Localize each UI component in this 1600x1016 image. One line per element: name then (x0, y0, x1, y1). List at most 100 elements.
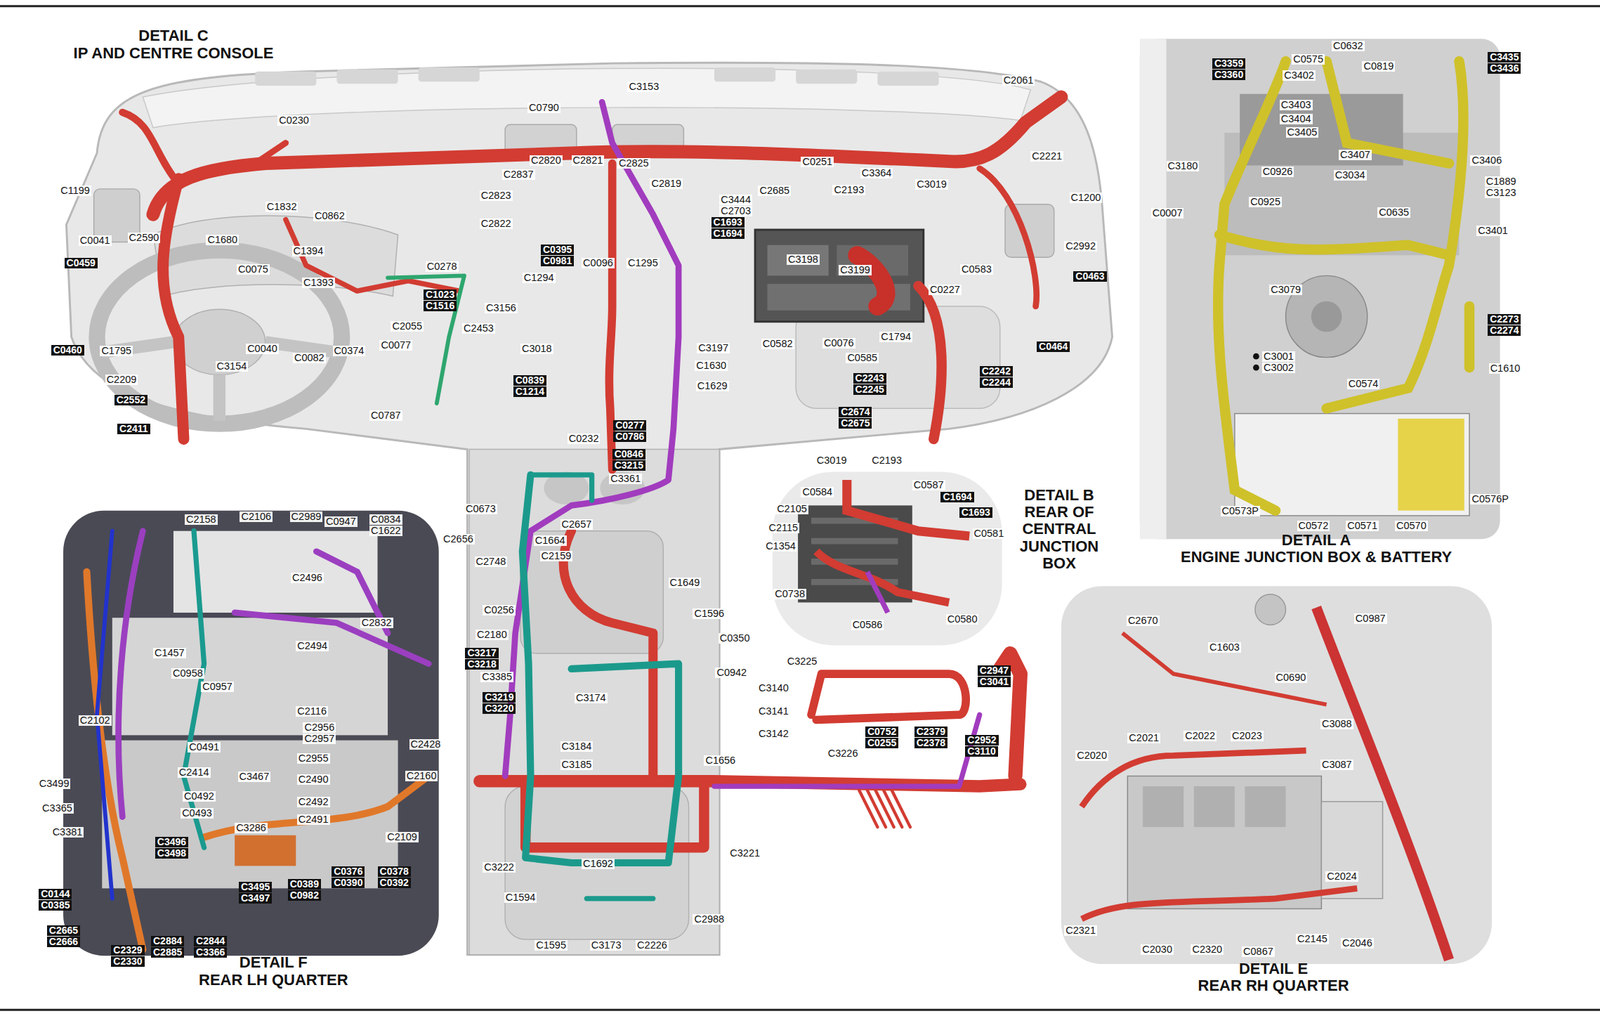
dashboard (101, 342, 337, 421)
dashboard (66, 62, 1112, 955)
connector-callout: C0787 (369, 410, 403, 421)
connector-callout: C3435 (1487, 51, 1521, 63)
connector-callout: C2046 (1340, 937, 1374, 949)
connector-callout: C3219 (482, 691, 516, 703)
connector-callout: C2496 (290, 572, 324, 583)
wiring-harness (714, 714, 980, 786)
dashboard (142, 68, 1031, 128)
connector-callout: C2552 (114, 394, 148, 406)
null (234, 612, 429, 664)
connector-callout: C0582 (761, 338, 795, 350)
null (118, 530, 144, 817)
connector-callout: C1693 (711, 217, 745, 228)
wiring-harness (608, 163, 612, 470)
wiring-harness (979, 168, 1037, 307)
connector-callout: C3153 (627, 81, 661, 93)
connector-callout: C2109 (385, 831, 419, 843)
null (1217, 61, 1470, 510)
connector-callout: C1199 (58, 185, 92, 196)
connector-callout: C3217 (464, 647, 498, 659)
detail-a-view (1253, 364, 1260, 371)
connector-callout: C0576P (1470, 493, 1510, 505)
detail-e-view (1244, 785, 1286, 827)
connector-callout: C2379 (914, 726, 948, 737)
connector-callout: C3222 (482, 861, 516, 873)
connector-callout: C1794 (879, 331, 913, 343)
connector-callout: C2023 (1230, 730, 1264, 742)
detail-heading: DETAIL AENGINE JUNCTION BOX & BATTERY (1180, 531, 1452, 566)
connector-callout: C3361 (608, 473, 642, 484)
detail-e-view (1061, 585, 1492, 964)
connector-callout: C3142 (757, 728, 791, 739)
wiring-harness (856, 254, 886, 307)
detail-e-view (1081, 887, 1357, 919)
connector-callout: C2226 (635, 939, 669, 951)
connector-callout: C0385 (38, 899, 72, 911)
connector-callout: C1294 (522, 272, 556, 284)
connector-callout: C3385 (480, 671, 514, 683)
connector-callout: C3184 (560, 741, 594, 752)
detail-e-view (1061, 585, 1492, 964)
connector-callout: C3019 (915, 179, 949, 190)
connector-callout: C3218 (464, 658, 498, 670)
connector-callout: C3226 (826, 748, 860, 759)
connector-callout: C0947 (324, 516, 358, 527)
connector-callout: C3110 (965, 745, 998, 757)
detail-a-view (1397, 418, 1464, 511)
null (1326, 61, 1464, 409)
connector-callout: C3496 (155, 836, 189, 848)
page-rule (0, 4, 1600, 8)
detail-e-view (1081, 750, 1307, 807)
connector-callout: C2670 (1126, 615, 1160, 626)
connector-callout: C0378 (377, 866, 411, 877)
connector-callout: C0581 (972, 528, 1006, 539)
connector-callout: C0082 (292, 352, 326, 364)
connector-callout: C1595 (534, 939, 568, 951)
connector-callout: C0096 (581, 257, 615, 269)
connector-callout: C1394 (292, 245, 326, 257)
connector-callout: C2822 (479, 218, 513, 229)
detail-b-view (772, 471, 1003, 645)
connector-callout: C3180 (1166, 160, 1200, 172)
connector-callout: C2320 (1190, 943, 1224, 955)
connector-callout: C1457 (153, 647, 187, 659)
detail-b-view (772, 471, 1003, 645)
connector-callout: C2491 (297, 814, 331, 825)
connector-callout: C2947 (977, 665, 1011, 676)
connector-callout: C2024 (1325, 870, 1359, 882)
detail-b-view (867, 571, 888, 613)
wiring-harness (811, 673, 966, 720)
connector-callout: C3360 (1212, 69, 1246, 81)
dashboard (418, 67, 480, 82)
connector-callout: C3401 (1476, 225, 1510, 236)
connector-callout: C3359 (1212, 58, 1246, 69)
connector-callout: C2022 (1183, 730, 1217, 742)
connector-callout: C2245 (853, 384, 887, 395)
connector-callout: C3220 (482, 703, 516, 714)
detail-subtitle: REAR OF CENTRAL JUNCTION BOX (1006, 503, 1112, 572)
connector-callout: C0738 (773, 588, 807, 600)
connector-callout: C2105 (775, 503, 809, 515)
dashboard (714, 67, 776, 82)
detail-a-view (1139, 38, 1501, 539)
detail-heading: IP AND CENTRE CONSOLE (72, 44, 276, 62)
connector-callout: C3403 (1279, 99, 1313, 111)
connector-callout: C3499 (37, 778, 71, 789)
connector-callout: C2844 (193, 935, 227, 947)
connector-callout: C1214 (513, 386, 547, 397)
connector-callout: C0583 (960, 264, 994, 275)
null (86, 571, 143, 950)
connector-callout: C2242 (979, 365, 1013, 377)
connector-callout: C2490 (297, 774, 331, 785)
connector-callout: C0586 (851, 619, 885, 631)
connector-callout: C2674 (838, 406, 872, 418)
connector-callout: C3019 (815, 455, 849, 466)
connector-callout: C2685 (757, 185, 791, 196)
connector-callout: C1354 (764, 540, 798, 552)
connector-callout: C0819 (1361, 61, 1395, 72)
connector-callout: C0862 (313, 210, 347, 222)
null (1219, 234, 1449, 255)
wiring-harness (522, 474, 679, 863)
connector-callout: C3407 (1338, 149, 1372, 161)
connector-callout: C2665 (47, 925, 81, 936)
